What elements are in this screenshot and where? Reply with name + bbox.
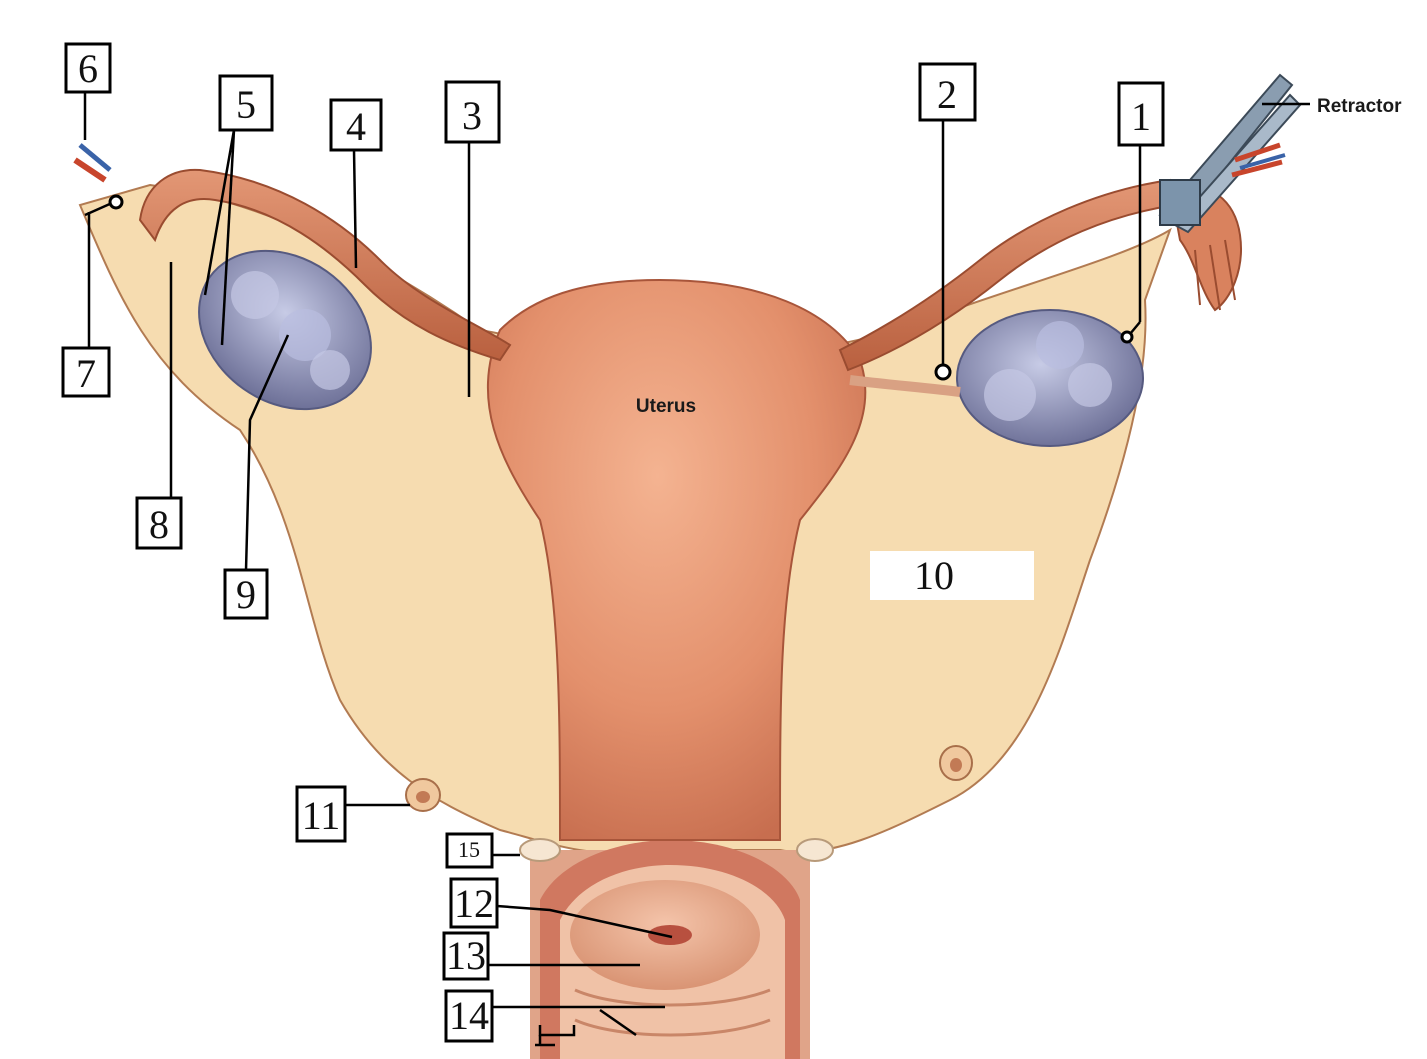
pin-marker-1	[1122, 332, 1132, 342]
label-6-text: 6	[78, 46, 98, 91]
label-9-text: 9	[236, 572, 256, 617]
label-12-text: 12	[454, 881, 494, 926]
label-12: 12	[451, 879, 497, 927]
label-1-text: 1	[1131, 94, 1151, 139]
uterus-label: Uterus	[636, 396, 696, 417]
label-6: 6	[66, 44, 110, 92]
left-round-ligament	[406, 779, 440, 811]
label-7-text: 7	[76, 351, 96, 396]
label-5-text: 5	[236, 82, 256, 127]
retractor-label: Retractor	[1317, 96, 1402, 117]
label-8: 8	[137, 498, 181, 548]
left-uterosacral-end	[520, 839, 560, 861]
label-10: 10	[870, 551, 1034, 600]
label-13: 13	[444, 933, 488, 979]
label-4: 4	[331, 100, 381, 150]
label-9: 9	[225, 570, 267, 618]
label-1: 1	[1119, 83, 1163, 145]
label-11-text: 11	[302, 793, 341, 838]
label-10-text: 10	[914, 553, 954, 598]
pin-marker-2	[936, 365, 950, 379]
label-15-text: 15	[458, 837, 480, 862]
label-2-text: 2	[937, 72, 957, 117]
label-11: 11	[297, 787, 345, 841]
label-5: 5	[220, 76, 272, 130]
label-8-text: 8	[149, 502, 169, 547]
left-ovarian-vessels	[75, 145, 110, 180]
label-15: 15	[447, 834, 492, 867]
vagina-region	[530, 840, 810, 1059]
label-3-text: 3	[462, 93, 482, 138]
label-2: 2	[920, 64, 975, 120]
label-4-text: 4	[346, 104, 366, 149]
label-14-text: 14	[449, 993, 489, 1038]
right-round-ligament	[940, 746, 972, 780]
pin-marker-7	[110, 196, 122, 208]
label-14: 14	[446, 991, 492, 1041]
label-13-text: 13	[446, 933, 486, 978]
external-os	[648, 925, 692, 945]
label-3: 3	[446, 82, 499, 142]
right-uterosacral-end	[797, 839, 833, 861]
label-7: 7	[63, 348, 109, 396]
right-ovary	[957, 310, 1143, 446]
